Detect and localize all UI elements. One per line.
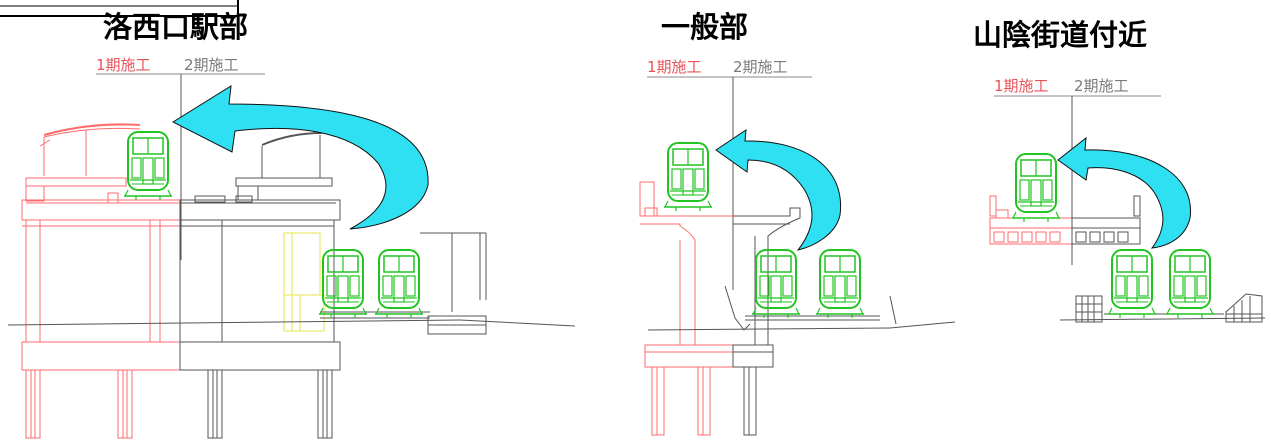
section-title: 洛西口駅部 (103, 10, 248, 44)
frame-corner (0, 0, 239, 17)
viaduct-existing-black (179, 177, 341, 439)
shift-arrow-icon (715, 129, 842, 251)
train-icon (318, 249, 368, 319)
viaduct-existing-red (21, 177, 181, 439)
phase2-label: 2期施工 (733, 58, 788, 76)
phase2-label: 2期施工 (184, 56, 239, 74)
section-title: 一般部 (661, 10, 748, 44)
temporary-structure (283, 232, 325, 332)
phase1-label: 1期施工 (647, 58, 702, 76)
train-icon (1011, 153, 1061, 223)
train-icon (1165, 249, 1215, 319)
shift-arrow-icon (171, 85, 429, 230)
train-icon (751, 249, 801, 319)
phase2-label: 2期施工 (1074, 77, 1129, 95)
section-1: 洛西口駅部 1期施工 2期施工 (7, 10, 576, 439)
train-icon (374, 249, 424, 319)
phase1-label: 1期施工 (994, 77, 1049, 95)
canopy (39, 123, 323, 178)
train-icon (815, 249, 865, 319)
phase1-label: 1期施工 (96, 56, 151, 74)
section-2: 一般部 1期施工 2期施工 (639, 10, 956, 436)
train-icon (123, 131, 173, 201)
train-icon (1107, 249, 1157, 319)
section-3: 山陰街道付近 1期施工 2期施工 (973, 18, 1266, 323)
shift-arrow-icon (1057, 136, 1191, 249)
train-icon (663, 142, 713, 212)
section-title: 山陰街道付近 (973, 18, 1147, 52)
